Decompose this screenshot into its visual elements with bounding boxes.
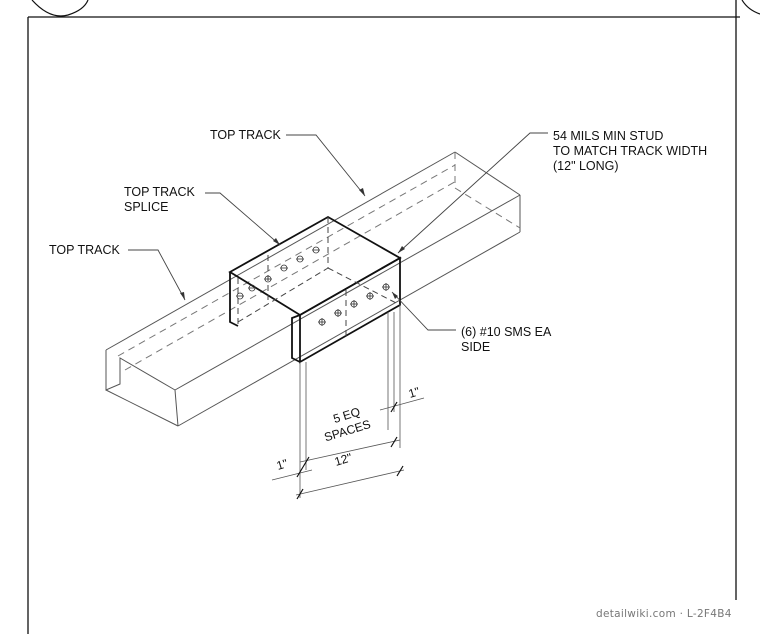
label-top-track-left: TOP TRACK bbox=[49, 243, 121, 257]
screws-near-side bbox=[318, 283, 390, 326]
leader-lines bbox=[128, 132, 548, 331]
screws-far-side bbox=[236, 246, 320, 300]
watermark: detailwiki.com · L-2F4B4 bbox=[596, 608, 732, 620]
dim-end-left: 1" bbox=[275, 456, 290, 473]
label-stud-line1: 54 MILS MIN STUD bbox=[553, 129, 663, 143]
label-stud-line3: (12" LONG) bbox=[553, 159, 619, 173]
sheet-border bbox=[27, 0, 760, 634]
label-splice-line1: TOP TRACK bbox=[124, 185, 196, 199]
top-track bbox=[105, 151, 521, 427]
label-screws-line1: (6) #10 SMS EA bbox=[461, 325, 552, 339]
label-splice-line2: SPLICE bbox=[124, 200, 168, 214]
dim-length: 12" bbox=[333, 450, 354, 469]
label-stud-line2: TO MATCH TRACK WIDTH bbox=[553, 144, 707, 158]
label-screws-line2: SIDE bbox=[461, 340, 490, 354]
track-splice bbox=[228, 215, 402, 364]
dim-end-right: 1" bbox=[407, 384, 422, 401]
dimension-lines bbox=[271, 305, 425, 500]
label-top-track-upper: TOP TRACK bbox=[210, 128, 282, 142]
